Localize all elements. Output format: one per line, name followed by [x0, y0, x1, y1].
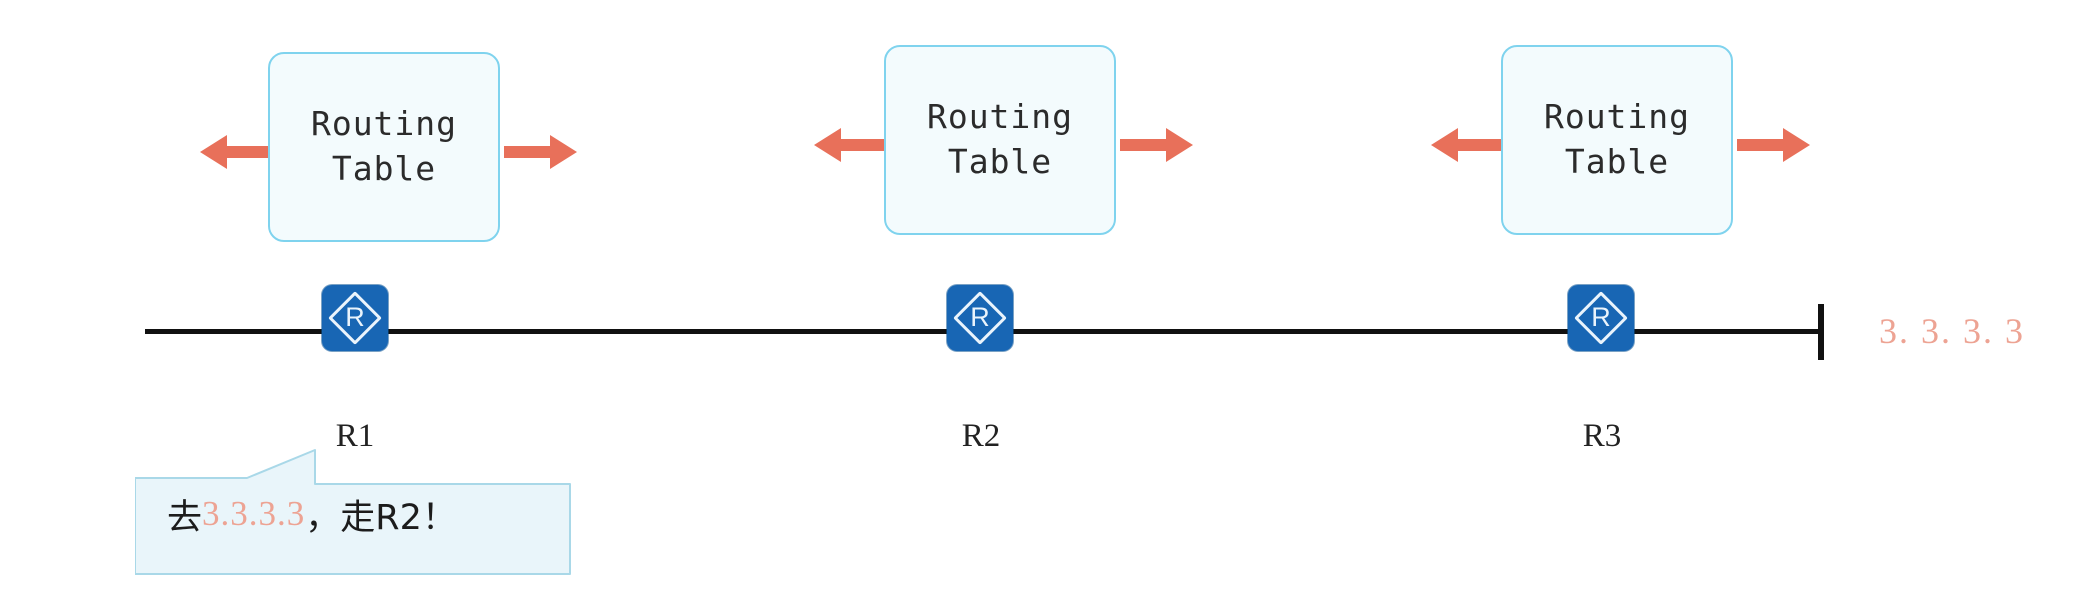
router-label-r1: R1 [335, 418, 375, 454]
router-label-r2: R2 [961, 418, 1001, 454]
routing-table-label-line2: Table [1564, 142, 1670, 181]
router-label-r3: R3 [1582, 418, 1622, 454]
router-letter: R [345, 302, 365, 332]
routing-table-box-r1[interactable]: Routing Table [268, 52, 500, 242]
line-end-terminator [1818, 304, 1824, 360]
arrow-right-icon [1120, 128, 1193, 162]
destination-ip-label: 3. 3. 3. 3 [1879, 311, 2025, 351]
routing-table-label-line2: Table [947, 142, 1053, 181]
arrow-left-icon [1431, 128, 1504, 162]
arrow-left-icon [814, 128, 887, 162]
arrow-left-icon [200, 135, 273, 169]
router-icon-r2[interactable]: R [947, 285, 1013, 351]
callout-shape [134, 449, 571, 575]
router-chip [1568, 285, 1634, 351]
arrow-right-icon [504, 135, 577, 169]
router-letter: R [970, 302, 990, 332]
router-chip [322, 285, 388, 351]
routing-table-label-line2: Table [331, 149, 437, 188]
routing-table-box-r3[interactable]: Routing Table [1501, 45, 1733, 235]
arrow-right-icon [1737, 128, 1810, 162]
router-chip [947, 285, 1013, 351]
routing-table-label-line1: Routing [310, 104, 458, 144]
router-icon-r1[interactable]: R [322, 285, 388, 351]
routing-table-label-line1: Routing [926, 97, 1074, 137]
router-letter: R [1591, 302, 1611, 332]
routing-table-box-r2[interactable]: Routing Table [884, 45, 1116, 235]
routing-table-label-line1: Routing [1543, 97, 1691, 137]
router-icon-r3[interactable]: R [1568, 285, 1634, 351]
